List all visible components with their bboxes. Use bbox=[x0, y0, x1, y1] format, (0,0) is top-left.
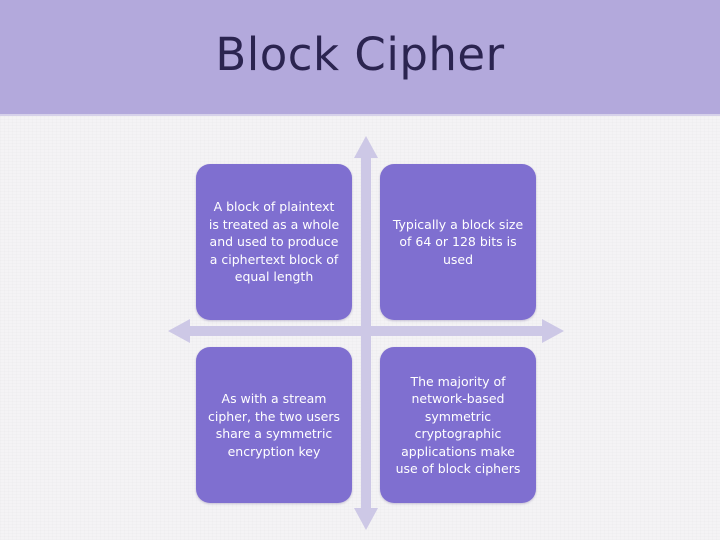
quadrant-text-top-left: A block of plaintext is treated as a who… bbox=[208, 199, 340, 285]
quadrant-box-bottom-left: As with a stream cipher, the two users s… bbox=[196, 347, 352, 503]
quadrant-box-bottom-right: The majority of network-based symmetric … bbox=[380, 347, 536, 503]
quadrant-text-bottom-left: As with a stream cipher, the two users s… bbox=[208, 391, 340, 459]
quadrant-box-top-left: A block of plaintext is treated as a who… bbox=[196, 164, 352, 320]
title-band-divider bbox=[0, 114, 720, 116]
quadrant-text-bottom-right: The majority of network-based symmetric … bbox=[395, 373, 521, 477]
quadrant-text-top-right: Typically a block size of 64 or 128 bits… bbox=[392, 216, 524, 267]
quadrant-box-top-right: Typically a block size of 64 or 128 bits… bbox=[380, 164, 536, 320]
horizontal-double-arrow bbox=[168, 319, 564, 343]
title-band bbox=[0, 0, 720, 114]
slide-title: Block Cipher bbox=[215, 28, 505, 81]
